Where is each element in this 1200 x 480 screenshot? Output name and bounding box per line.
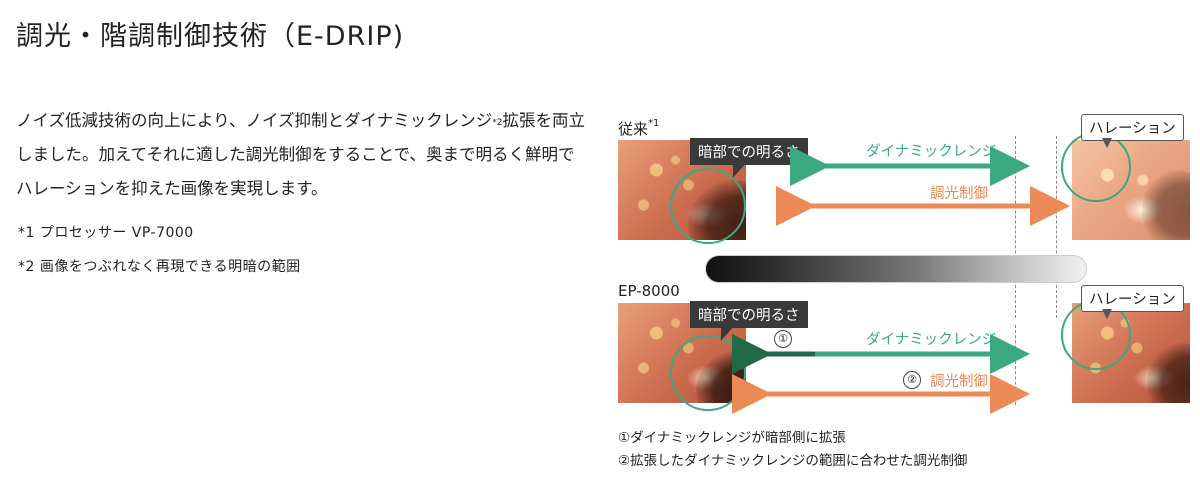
conventional-label: 従来*1 [618,118,659,139]
conventional-label-text: 従来 [618,120,649,138]
footnote-2: *2 画像をつぶれなく再現できる明暗の範囲 [18,259,301,275]
range-limit-line-2 [1056,136,1057,318]
range-limit-line-1 [1015,136,1016,318]
step-1-badge: ① [774,330,792,348]
description-text-post: 拡張を両立しました。加えてそれに適した調光制御をすることで、奥まで明るく鮮明でハ… [16,111,585,198]
description: ノイズ低減技術の向上により、ノイズ抑制とダイナミックレンジ*2拡張を両立しました… [16,104,586,206]
legend-2: ②拡張したダイナミックレンジの範囲に合わせた調光制御 [618,453,968,469]
footnote-1: *1 プロセッサー VP-7000 [18,225,194,241]
dynamic-range-label: ダイナミックレンジ [866,332,997,348]
halation-callout-tail [1102,138,1112,148]
footnote-ref: *2 [492,118,503,128]
dark-region-marker [670,168,746,244]
conventional-label-sup: *1 [648,118,660,129]
page-title: 調光・階調制御技術（E-DRIP) [16,21,405,52]
halation-callout: ハレーション [1081,114,1184,141]
new-model-label: EP-8000 [618,282,680,300]
brightness-gradient-bar [705,255,1087,283]
dark-brightness-callout: 暗部での明るさ [690,301,808,328]
halation-callout: ハレーション [1081,285,1184,312]
legend-1: ①ダイナミックレンジが暗部側に拡張 [618,430,846,446]
dark-brightness-callout: 暗部での明るさ [690,138,808,165]
description-text-pre: ノイズ低減技術の向上により、ノイズ抑制とダイナミックレンジ [16,111,493,130]
halation-callout-tail [1102,309,1112,319]
range-arrows [732,146,1070,414]
comparison-figure: 従来*1 暗部での明るさ ハレーション ダイナミックレンジ 調光制御 EP-80… [610,110,1200,480]
